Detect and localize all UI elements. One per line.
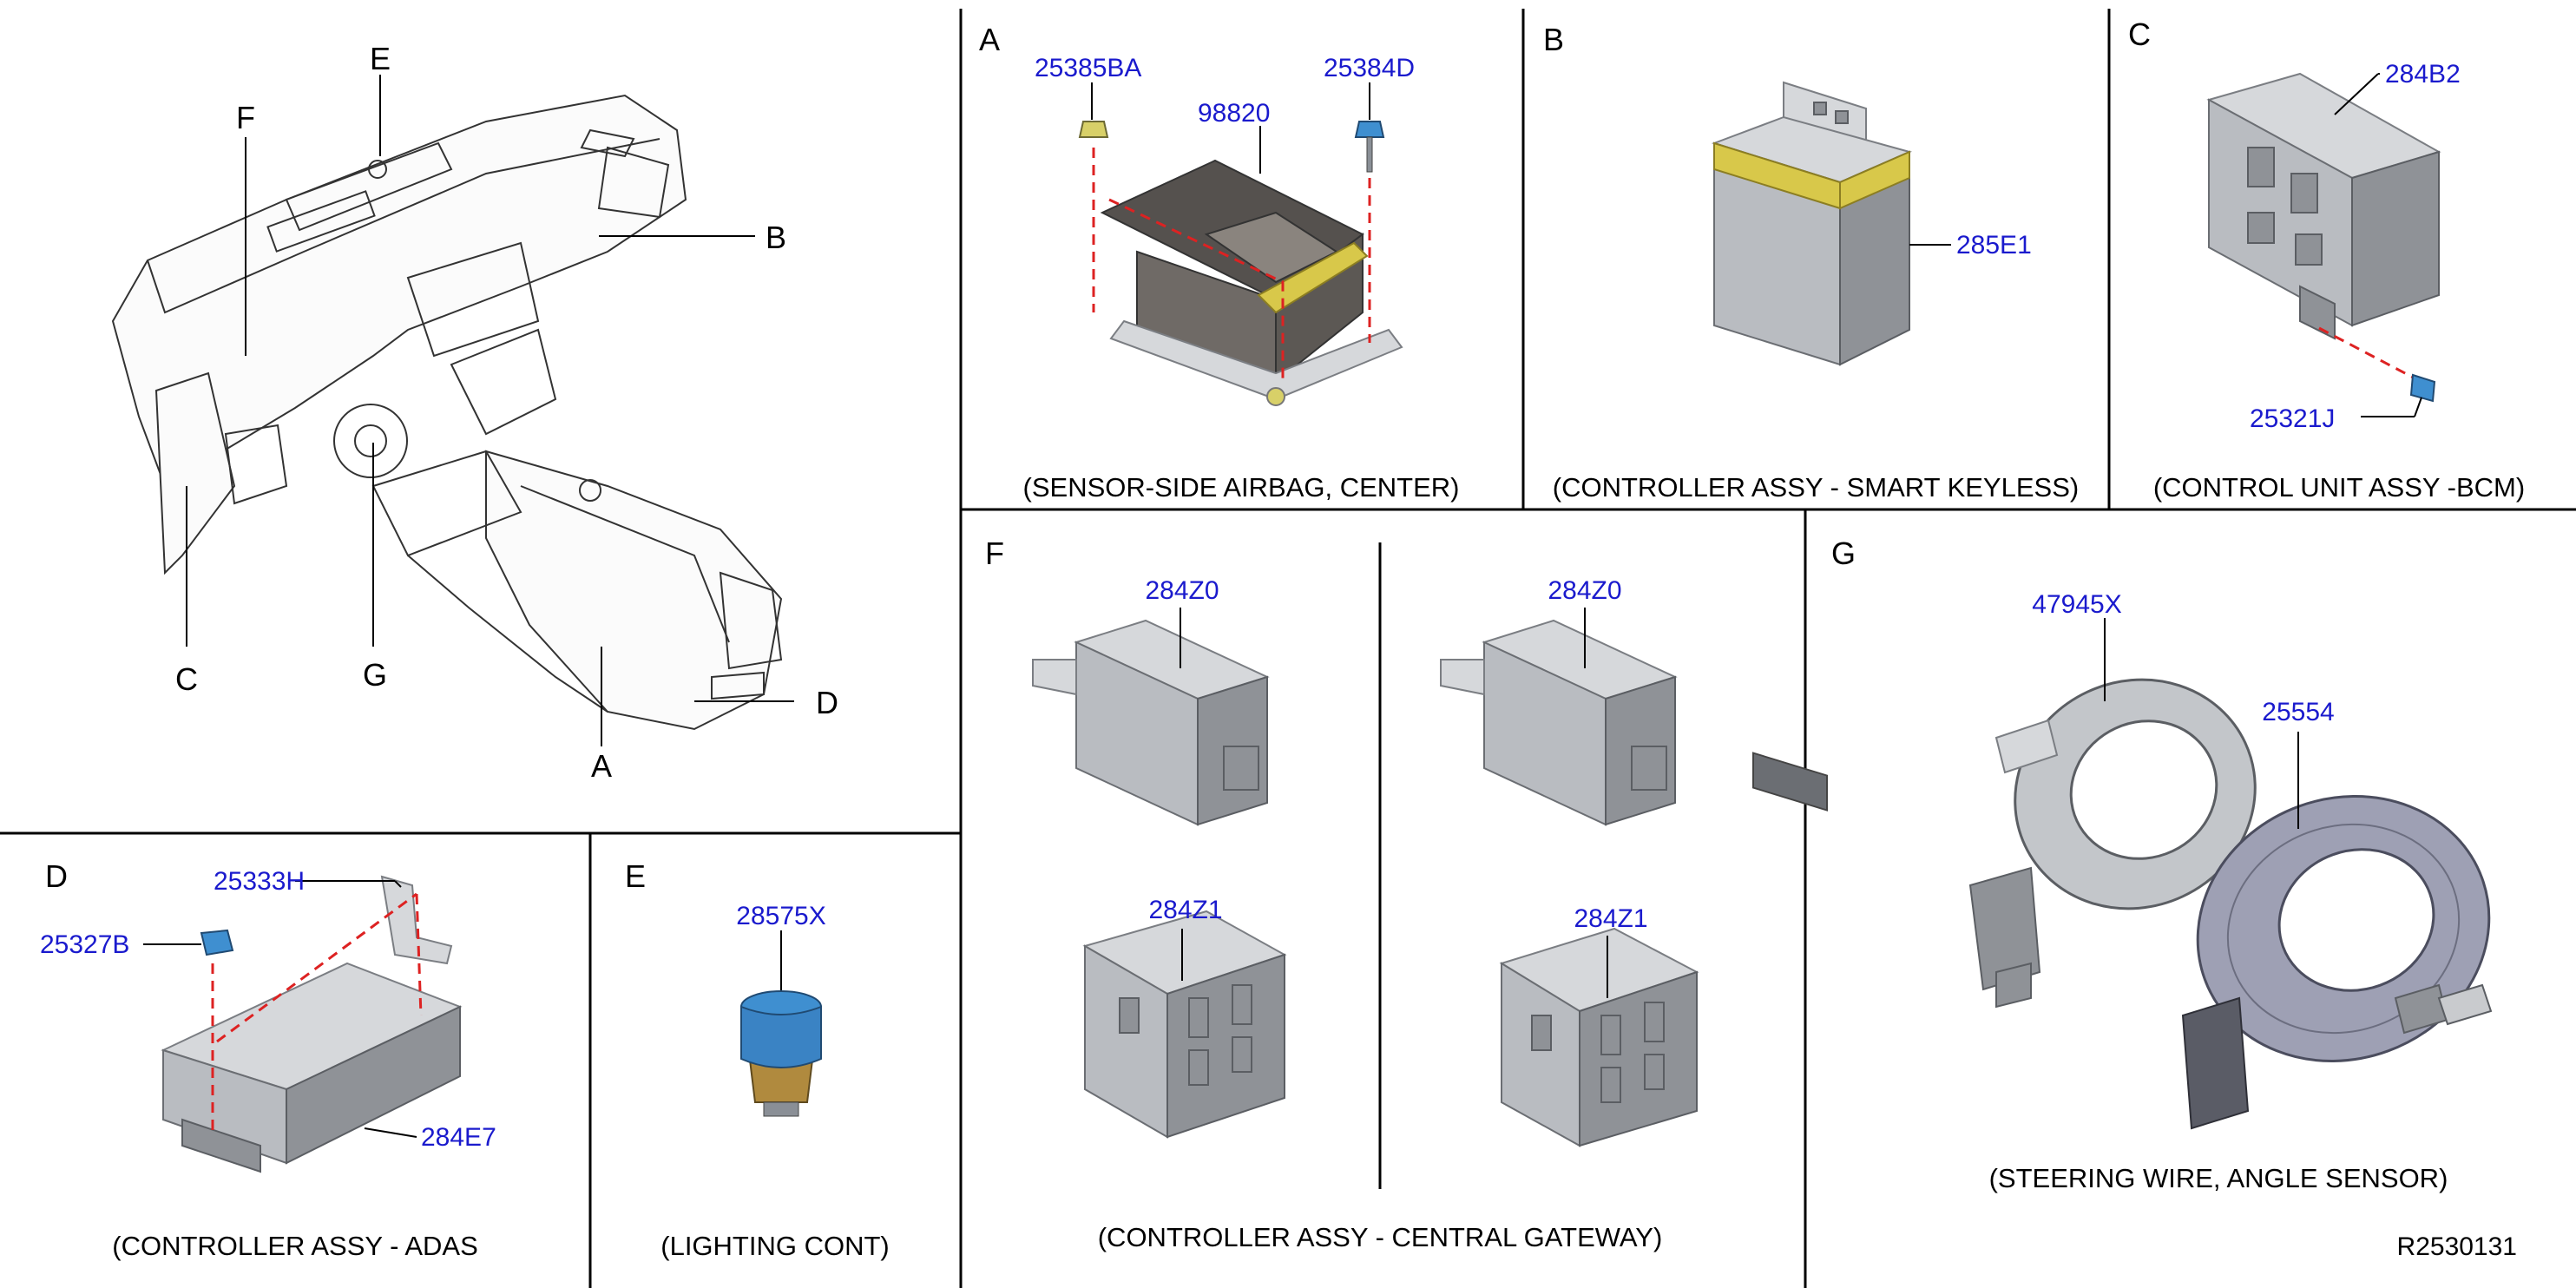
yellow-tape <box>1257 241 1369 314</box>
pn-25384d: 25384D <box>1324 54 1415 82</box>
callout-f: F <box>236 100 255 135</box>
panel-f: F <box>985 536 1699 1252</box>
dashboard-overview <box>111 94 783 731</box>
screw-25321j <box>2409 373 2436 403</box>
panel-b: B 285E1 (CONTROLLER ASSY - SMART KEYLESS… <box>1543 22 2079 812</box>
panel-e: E 28575X (LIGHTING CONT) <box>625 858 890 1261</box>
pn-47945x: 47945X <box>2032 590 2121 619</box>
pn-284z1-right: 284Z1 <box>1574 904 1647 933</box>
clock-spring-47945x <box>1968 678 2257 1009</box>
panel-b-caption: (CONTROLLER ASSY - SMART KEYLESS) <box>1553 472 2079 503</box>
gateway-right-upper <box>1440 619 1678 826</box>
panel-e-letter: E <box>625 858 646 894</box>
pn-284z0-left: 284Z0 <box>1145 576 1219 605</box>
pn-25554: 25554 <box>2262 698 2334 726</box>
callout-c: C <box>175 661 198 697</box>
pn-28575x: 28575X <box>736 902 825 930</box>
pn-285e1: 285E1 <box>1956 231 2032 260</box>
pn-98820: 98820 <box>1198 99 1270 128</box>
panel-a: A 25385BA 98820 25384D (SENSOR-SIDE AIRB… <box>979 22 1459 503</box>
pn-284b2: 284B2 <box>2385 60 2461 89</box>
panel-f-caption: (CONTROLLER ASSY - CENTRAL GATEWAY) <box>1098 1222 1663 1252</box>
callout-g: G <box>363 657 387 693</box>
nut-25385ba <box>1078 121 1109 138</box>
pn-25385ba: 25385BA <box>1035 54 1141 82</box>
callout-e: E <box>370 41 391 76</box>
panel-c-letter: C <box>2128 16 2151 52</box>
panel-a-caption: (SENSOR-SIDE AIRBAG, CENTER) <box>1023 472 1460 503</box>
gateway-left-upper <box>1032 619 1270 826</box>
pn-284z1-left: 284Z1 <box>1148 896 1222 924</box>
panel-d-caption: (CONTROLLER ASSY - ADAS <box>112 1231 478 1261</box>
gateway-left-lower <box>1082 910 1287 1139</box>
bolt-25384d <box>1354 121 1385 138</box>
panel-e-caption: (LIGHTING CONT) <box>660 1231 890 1261</box>
overview-leaders <box>186 75 794 746</box>
callout-b: B <box>766 220 786 255</box>
pn-284z0-right: 284Z0 <box>1548 576 1621 605</box>
pn-25333h: 25333H <box>214 867 305 896</box>
panel-g: G 47945X 25554 (STEERING WIRE, ANGLE SEN… <box>1831 536 2493 1193</box>
drawing-reference: R2530131 <box>2397 1232 2517 1261</box>
pn-25321j: 25321J <box>2250 404 2335 433</box>
nut-25327b <box>200 929 234 956</box>
panel-f-letter: F <box>985 536 1004 571</box>
pn-284e7: 284E7 <box>421 1123 496 1152</box>
panel-b-letter: B <box>1543 22 1564 57</box>
panel-c: C 284B2 25321J (CONTROL UNIT ASSY -BCM) <box>2128 16 2525 503</box>
callout-d: D <box>816 685 838 720</box>
panel-d-letter: D <box>45 858 68 894</box>
panel-g-caption: (STEERING WIRE, ANGLE SENSOR) <box>1989 1163 2448 1193</box>
panel-a-letter: A <box>979 22 1000 57</box>
panel-c-caption: (CONTROL UNIT ASSY -BCM) <box>2153 472 2525 503</box>
gateway-right-lower <box>1499 927 1699 1147</box>
pn-25327b: 25327B <box>40 930 129 959</box>
panel-d: D 25333H 25327B 284E7 (CONTROLLER ASSY -… <box>40 858 496 1261</box>
panel-g-letter: G <box>1831 536 1856 571</box>
angle-sensor-25554 <box>2181 795 2493 1130</box>
callout-a: A <box>591 748 612 784</box>
overview-callouts: E F B C G A D <box>175 41 838 784</box>
panel-frame <box>0 9 2576 1288</box>
